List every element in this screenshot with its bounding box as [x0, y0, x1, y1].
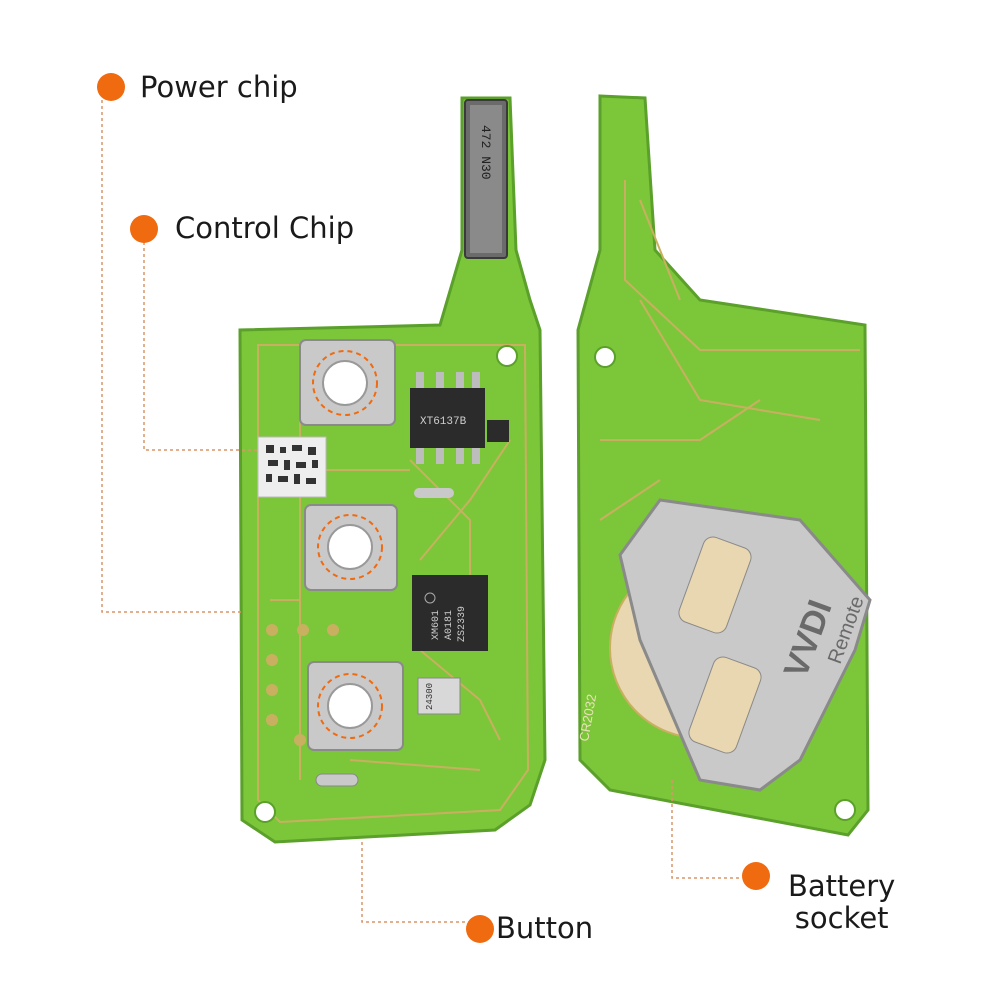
battery-leader — [671, 780, 742, 879]
button-bottom — [307, 661, 404, 751]
rf-chip-line1: XM601 — [431, 610, 442, 640]
button-top — [299, 339, 396, 426]
pcb-front: 472 N30 X — [238, 96, 547, 844]
button-marker — [466, 915, 494, 943]
button-label: Button — [496, 911, 594, 945]
battery-label-line1: Battery — [788, 869, 896, 903]
battery-socket-label: Battery socket — [788, 870, 895, 934]
power-chip-leader — [101, 100, 242, 613]
leader-lines — [101, 100, 742, 923]
pcb-back: VVDI Remote CR2032 — [576, 94, 872, 837]
control-chip-code: XT6137B — [420, 416, 467, 428]
battery-label-line2: socket — [794, 901, 889, 935]
battery-socket-marker — [742, 862, 770, 890]
button-leader — [361, 842, 470, 923]
crystal: 24300 — [417, 677, 461, 715]
battery-socket-clip: VVDI Remote — [618, 498, 872, 792]
control-chip: XT6137B — [410, 372, 485, 464]
power-chip-code: 472 N30 — [478, 125, 493, 180]
control-chip-label: Control Chip — [175, 211, 355, 245]
button-middle — [304, 504, 398, 591]
power-chip-label: Power chip — [140, 70, 298, 104]
rf-chip: XM601 A0181 ZS2339 — [412, 575, 488, 651]
rf-chip-line3: ZS2339 — [457, 606, 468, 642]
control-chip-leader — [143, 242, 258, 451]
power-chip-marker — [97, 73, 125, 101]
rf-chip-line2: A0181 — [444, 610, 455, 640]
control-chip-marker — [130, 215, 158, 243]
crystal-code: 24300 — [425, 683, 435, 710]
